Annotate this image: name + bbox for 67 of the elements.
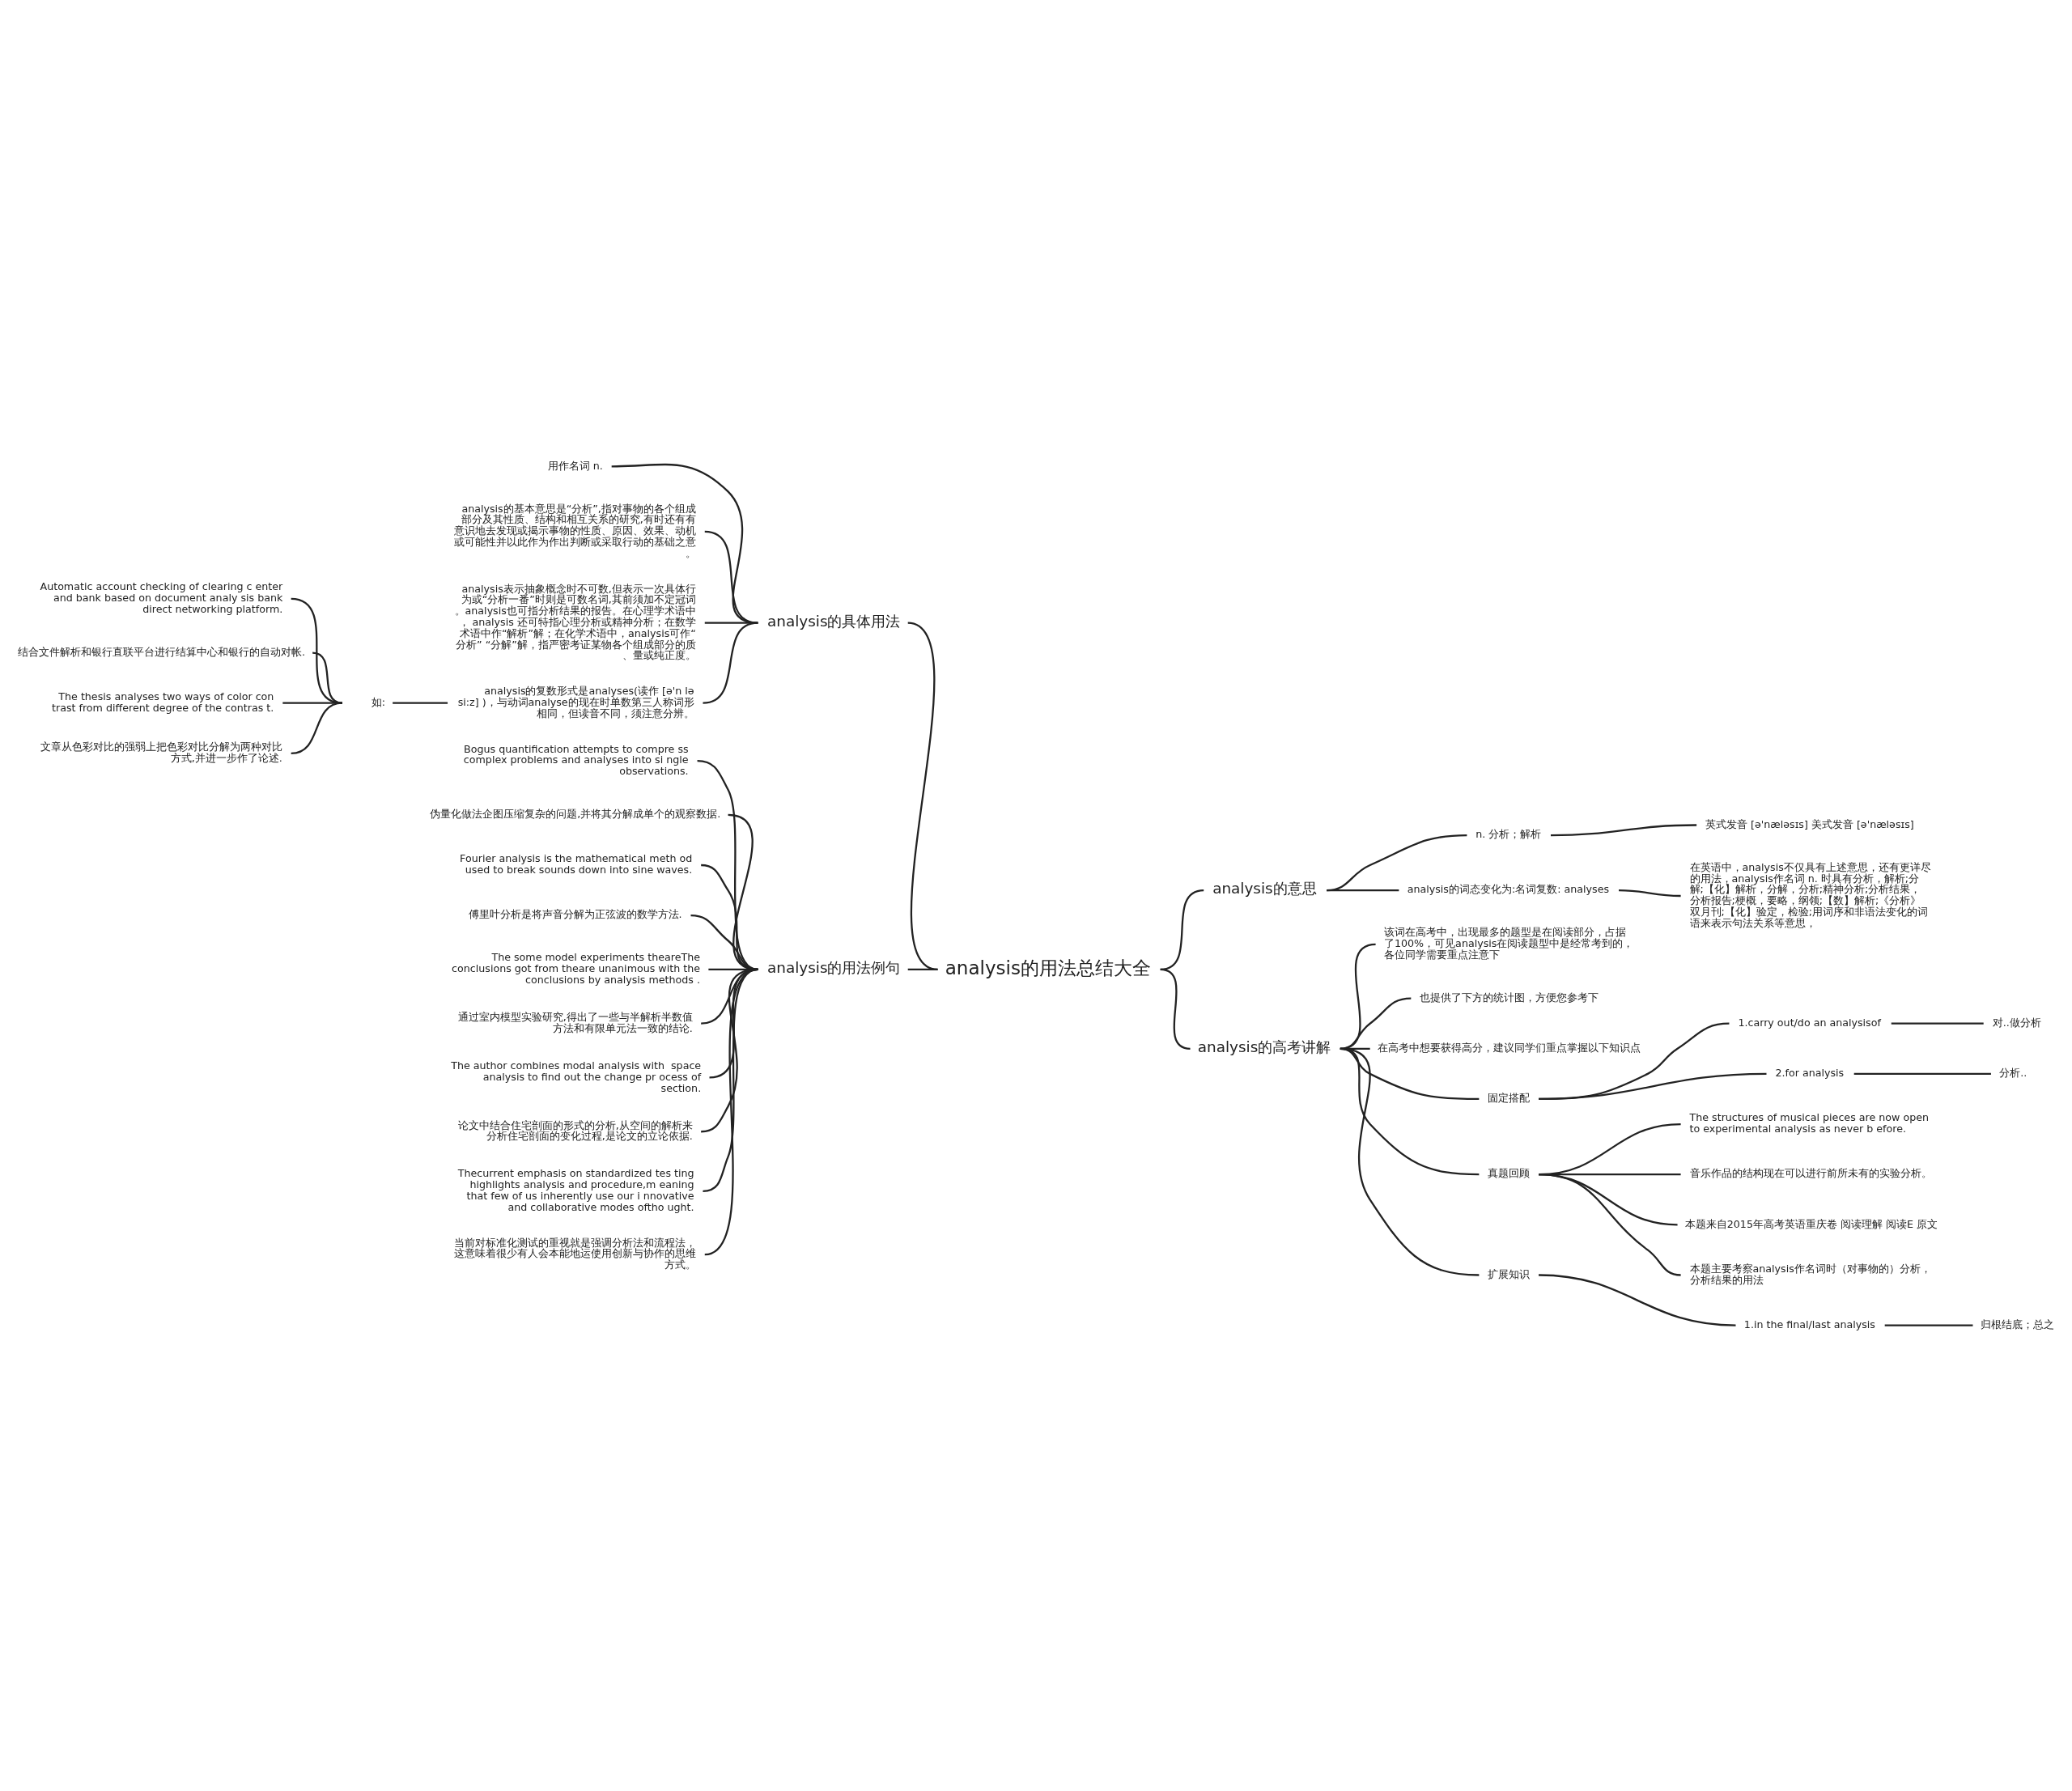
connector <box>393 702 448 704</box>
node-text: 本题来自2015年高考英语重庆卷 阅读理解 阅读E 原文 <box>1684 1217 1938 1230</box>
node-text: analysis的意思 <box>1212 879 1317 897</box>
connector <box>1538 1173 1681 1276</box>
node-text: analysis的基本意思是“分析”,指对事物的各个组成部分及其性质、结构和相互关系的研究,有时还有有意识地去发现或揭示事物的性质、原因、效果、动机或可能性并以此作为作出判断或采取行动的基础之意。 <box>453 502 696 559</box>
connector <box>1551 823 1697 836</box>
connector <box>1327 889 1399 891</box>
node-text: 1.in the final/last analysis <box>1743 1318 1875 1331</box>
connector <box>1853 1072 1991 1075</box>
node-text: 也提供了下方的统计图，方便您参考下 <box>1419 991 1599 1004</box>
connector <box>697 759 758 970</box>
node-text: 傅里叶分析是将声音分解为正弦波的数学方法. <box>468 907 682 920</box>
node-text: Thecurrent emphasis on standardized tes ting highlights analysis and procedure,m eaning that few of us inherently use our i nnovative and collaborative modes oftho ught. <box>457 1166 694 1213</box>
connector <box>1619 889 1681 897</box>
node-text: The structures of musical pieces are now open to experimental analysis as never b efore. <box>1689 1110 1929 1135</box>
node-text: analysis的用法例句 <box>766 958 901 976</box>
node-text: 扩展知识 <box>1487 1267 1530 1280</box>
node-text: analysis表示抽象概念时不可数,但表示一次具体行为或“分析一番”时则是可数名词,其前须加不定冠词。analysis也可指分析结果的报告。在心理学术语中， analysis 还可特指心理分析或精神分析；在数学术语中作“解析”解；在化学术语中，analysis可作“分析” “分解”解，指严密考证某物各个组成部分的质、量或纯正度。 <box>454 582 696 661</box>
node-text: The author combines modal analysis with space analysis to find out the change pr ocess of section. <box>451 1059 702 1094</box>
connector <box>704 968 758 1255</box>
node-text: 在英语中，analysis不仅具有上述意思，还有更详尽的用法，analysis作名词 n. 时具有分析，解析;分解;【化】解析，分解，分析;精神分析;分析结果，分析报告;梗概，要略，纲领;【数】解析;《分析》双月刊;【化】验定，检验;用词序和非语法变化的词语来表示句法关系等意思， <box>1689 860 1931 929</box>
connector <box>907 622 938 970</box>
node-text: 本题主要考察analysis作名词时（对事物的）分析，分析结果的用法 <box>1689 1262 1931 1286</box>
node-text: analysis的用法总结大全 <box>945 957 1151 978</box>
connector <box>1327 834 1467 891</box>
node-text: analysis的词态变化为:名词复数: analyses <box>1407 882 1610 895</box>
connector <box>1539 1273 1736 1326</box>
node-text: 归根结底；总之 <box>1980 1318 2054 1331</box>
node-text: 音乐作品的结构现在可以进行前所未有的实验分析。 <box>1689 1166 1932 1179</box>
node-text: 该词在高考中，出现最多的题型是在阅读部分，占据了100%，可见analysis在阅读题型中是经常考到的，各位同学需要重点注意下 <box>1383 925 1634 961</box>
node-text: analysis的具体用法 <box>766 612 901 630</box>
node-text: 如: <box>371 695 385 708</box>
node-text: n. 分析；解析 <box>1475 827 1542 840</box>
node-text: analysis的高考讲解 <box>1197 1038 1331 1055</box>
connector <box>907 968 938 970</box>
node-text: 英式发音 [ə'næləsɪs] 美式发音 [ə'næləsɪs] <box>1705 817 1914 830</box>
node-text: 结合文件解析和银行直联平台进行结算中心和银行的自动对帐. <box>17 645 305 658</box>
node-text: 对..做分析 <box>1992 1016 2041 1029</box>
node-text: 在高考中想要获得高分，建议同学们重点掌握以下知识点 <box>1377 1041 1641 1054</box>
node-text: 真题回顾 <box>1487 1166 1530 1179</box>
node-text: analysis的复数形式是analyses(读作 [ə'n lə si:z] )，与动词analyse的现在时单数第三人称词形相同，但读音不同，须注意分辨。 <box>457 684 694 719</box>
connector <box>291 597 343 704</box>
node-text: 固定搭配 <box>1487 1091 1530 1104</box>
node-text: Fourier analysis is the mathematical meth od used to break sounds down into sine waves. <box>460 851 693 876</box>
connector <box>1884 1324 1973 1326</box>
node-text: 2.for analysis <box>1775 1066 1845 1079</box>
connector <box>291 702 343 754</box>
connector <box>1340 997 1412 1050</box>
node-text: Automatic account checking of clearing c enter and bank based on document analy sis bank direct networking platform. <box>40 579 283 615</box>
node-text: 用作名词 n. <box>547 459 603 472</box>
node-text: 通过室内模型实验研究,得出了一些与半解析半数值方法和有限单元法一致的结论. <box>457 1010 693 1034</box>
node-text: 论文中结合住宅剖面的形式的分析,从空间的解析来分析住宅剖面的变化过程,是论文的立论依据. <box>457 1118 693 1142</box>
node-text: 1.carry out/do an analysisof <box>1738 1016 1881 1029</box>
node-text: 文章从色彩对比的强弱上把色彩对比分解为两种对比方式,并进一步作了论述. <box>40 740 282 764</box>
connector <box>1340 1047 1480 1276</box>
connector <box>1539 1072 1767 1100</box>
node-text: The some model experiments theareThe conclusions got from theare unanimous with the conclusions by analysis methods . <box>452 950 701 986</box>
connector <box>312 651 343 704</box>
node-text: The thesis analyses two ways of color con trast from different degree of the contras t. <box>51 690 274 714</box>
node-text: 当前对标准化测试的重视就是强调分析法和流程法，这意味着很少有人会本能地运使用创新与协作的思维方式。 <box>453 1236 696 1271</box>
connector <box>1891 1022 1984 1025</box>
node-text: 分析.. <box>1999 1066 2027 1079</box>
node-text: Bogus quantification attempts to compre ss complex problems and analyses into si ngle observations. <box>463 741 689 777</box>
node-text: 伪量化做法企图压缩复杂的问题,并将其分解成单个的观察数据. <box>430 807 721 820</box>
connector <box>704 530 758 624</box>
connector <box>611 463 758 624</box>
connector <box>703 622 758 704</box>
